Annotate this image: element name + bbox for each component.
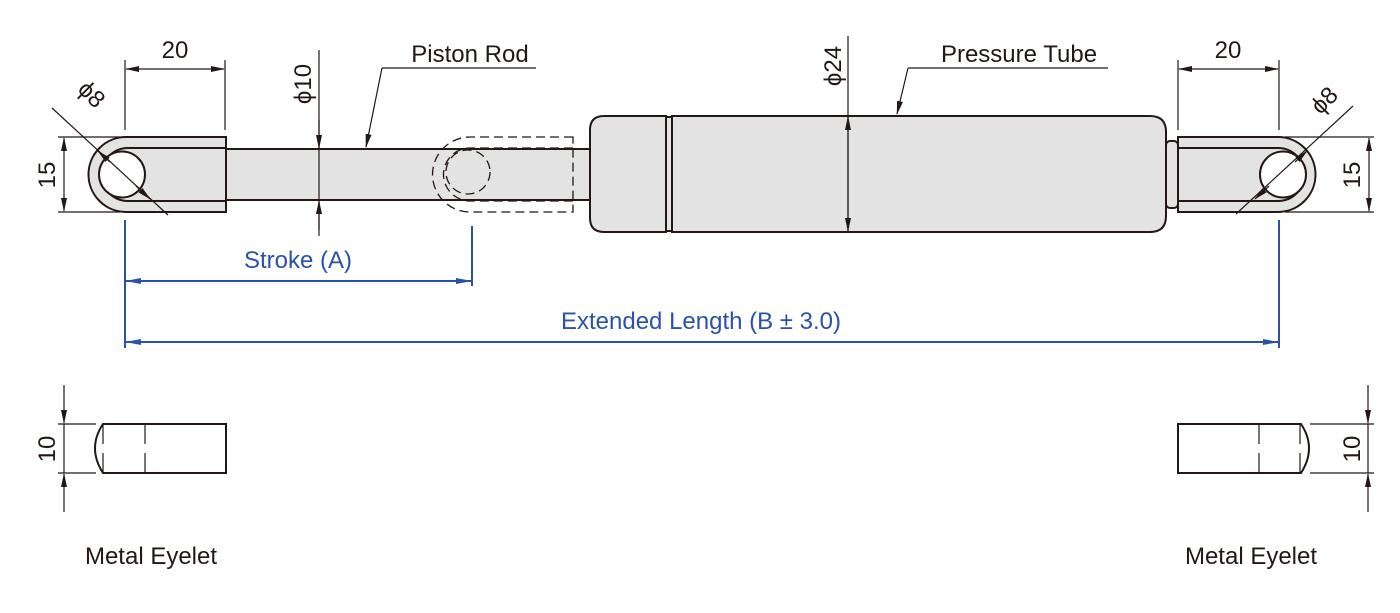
extended-length-dimension: Extended Length (B ± 3.0) — [125, 220, 1280, 348]
left-eyelet-length-dimension: 20 — [124, 37, 226, 130]
right-eyelet-top-view: 10 Metal Eyelet — [1177, 385, 1374, 570]
tube-diameter-dimension: ϕ24 — [820, 36, 851, 232]
left-hole-diameter-label: ϕ8 — [72, 76, 110, 114]
left-eyelet-height-label: 15 — [34, 162, 61, 189]
right-eyelet-height-dimension: 15 — [1285, 136, 1374, 213]
stroke-label: Stroke (A) — [244, 247, 352, 274]
stroke-dimension: Stroke (A) — [124, 220, 473, 348]
rod-diameter-dimension: ϕ10 — [290, 50, 322, 236]
piston-rod-callout: Piston Rod — [365, 41, 536, 148]
right-eyelet — [1177, 136, 1317, 213]
right-hole-diameter-label: ϕ8 — [1306, 82, 1344, 120]
rod-diameter-label: ϕ10 — [290, 64, 317, 104]
right-eyelet-length-label: 20 — [1215, 37, 1242, 64]
pressure-tube-callout: Pressure Tube — [896, 41, 1108, 115]
pressure-tube — [589, 115, 1179, 233]
left-eyelet-top-view: 10 Metal Eyelet — [34, 385, 227, 570]
right-eyelet-height-label: 15 — [1339, 162, 1366, 189]
piston-rod-label: Piston Rod — [411, 41, 528, 68]
left-eyelet-height-dimension: 15 — [34, 136, 120, 213]
left-eyelet-thickness-label: 10 — [34, 436, 61, 463]
left-eyelet — [87, 136, 227, 213]
extended-length-label: Extended Length (B ± 3.0) — [561, 308, 841, 335]
left-eyelet-caption: Metal Eyelet — [85, 543, 217, 570]
retracted-eyelet-phantom — [431, 136, 574, 213]
tube-diameter-label: ϕ24 — [820, 46, 847, 86]
pressure-tube-label: Pressure Tube — [941, 41, 1097, 68]
right-eyelet-thickness-label: 10 — [1339, 436, 1366, 463]
right-eyelet-length-dimension: 20 — [1177, 37, 1280, 130]
right-eyelet-caption: Metal Eyelet — [1185, 543, 1317, 570]
piston-rod — [225, 148, 591, 201]
left-eyelet-length-label: 20 — [162, 37, 189, 64]
